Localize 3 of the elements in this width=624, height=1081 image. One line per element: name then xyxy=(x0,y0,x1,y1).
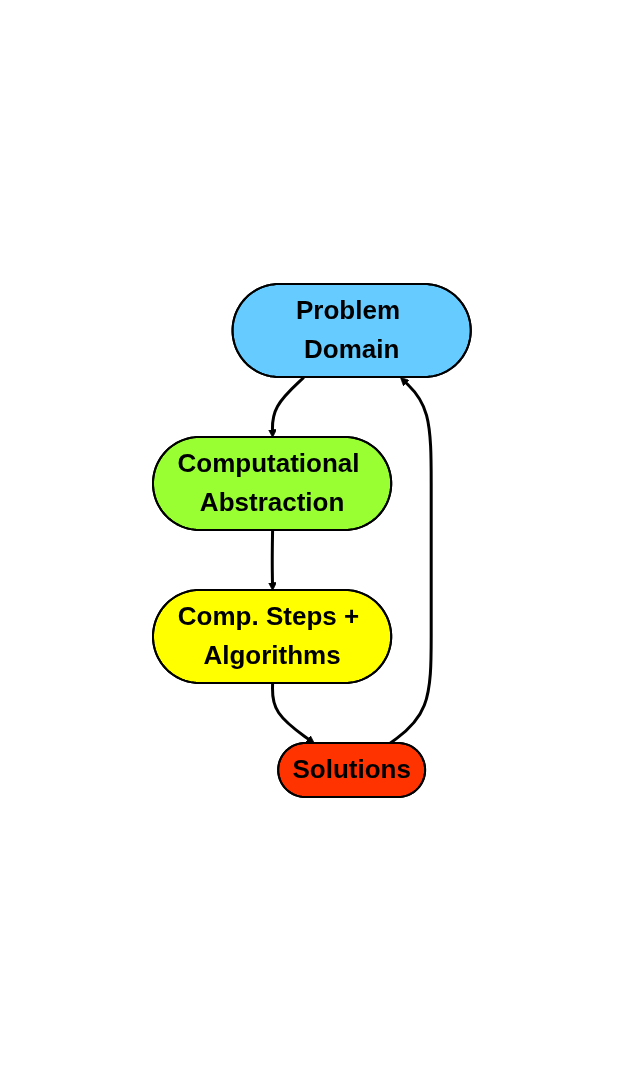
arrow xyxy=(268,376,305,438)
arrow xyxy=(271,683,315,744)
arrow xyxy=(268,530,277,591)
